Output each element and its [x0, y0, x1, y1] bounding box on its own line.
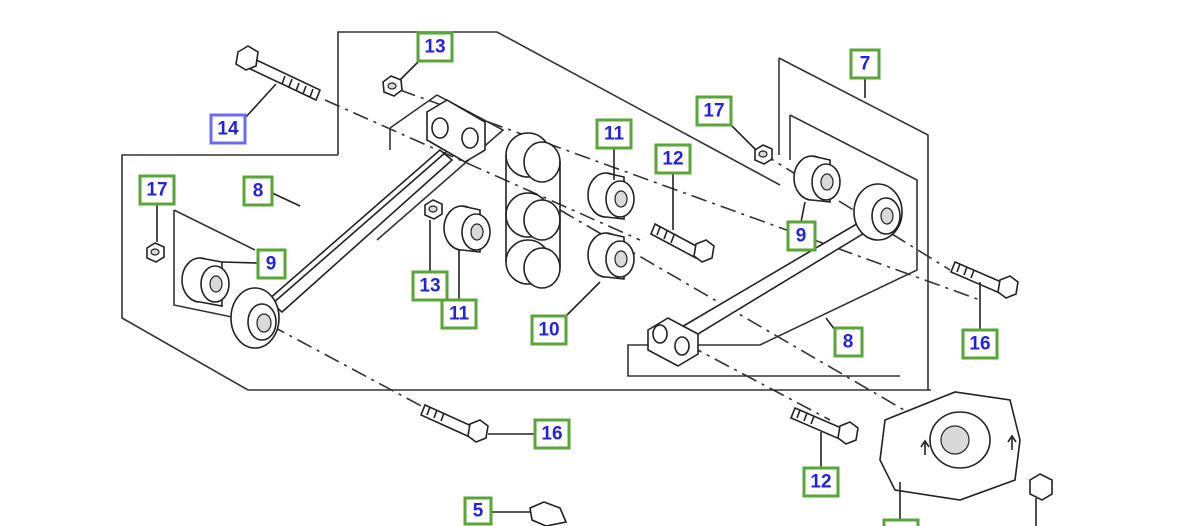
svg-text:16: 16 [541, 424, 562, 445]
nut-bottom-right [1029, 473, 1053, 501]
bush-pair-10 [505, 132, 561, 289]
callout-10[interactable]: 10 [530, 314, 568, 346]
bolt-12-lower [789, 406, 859, 445]
nut-13-mid [424, 199, 443, 220]
bush-11-upper [587, 172, 635, 220]
callout-13-top[interactable]: 13 [416, 31, 454, 63]
svg-text:14: 14 [217, 119, 239, 140]
svg-text:17: 17 [703, 101, 724, 122]
callout-11-upper[interactable]: 11 [595, 118, 633, 150]
nut-17-right [754, 144, 773, 165]
callout-16-bottom[interactable]: 16 [533, 418, 571, 450]
callout-12-lower[interactable]: 12 [802, 466, 840, 498]
bolt-5 [529, 501, 568, 526]
callout-7[interactable]: 7 [849, 48, 881, 80]
svg-text:13: 13 [424, 37, 445, 58]
trailing-link-right [647, 183, 903, 367]
bolt-16-bottom [419, 403, 489, 443]
svg-text:12: 12 [662, 149, 683, 170]
svg-text:10: 10 [538, 320, 559, 341]
svg-text:8: 8 [843, 332, 854, 353]
callout-11-mid[interactable]: 11 [440, 298, 478, 330]
bush-9-right [793, 155, 841, 203]
bolt-14 [235, 45, 322, 102]
callout-16-right[interactable]: 16 [961, 328, 999, 360]
svg-text:12: 12 [810, 472, 831, 493]
callout-partial-bottom[interactable] [882, 518, 920, 526]
svg-text:8: 8 [253, 181, 264, 202]
callout-13-mid[interactable]: 13 [411, 270, 449, 302]
callout-8-left[interactable]: 8 [242, 175, 274, 207]
leader-lines [156, 59, 1037, 526]
mounting-bracket [879, 391, 1021, 501]
svg-text:13: 13 [419, 276, 440, 297]
svg-text:16: 16 [969, 334, 990, 355]
svg-text:9: 9 [266, 254, 277, 275]
callout-9-right[interactable]: 9 [786, 220, 817, 252]
bush-9-left [181, 257, 230, 307]
bolt-16-right [949, 260, 1019, 299]
callout-12-upper[interactable]: 12 [654, 143, 692, 175]
callout-8-right[interactable]: 8 [833, 326, 864, 358]
callout-17-right[interactable]: 17 [695, 95, 733, 127]
callout-5[interactable]: 5 [463, 496, 493, 526]
bush-11-middle [443, 205, 491, 253]
nut-13-top [382, 75, 403, 97]
callout-14[interactable]: 14 [209, 113, 247, 145]
trailing-link-left [230, 99, 486, 349]
bolt-12-upper [649, 222, 715, 263]
svg-text:7: 7 [860, 54, 871, 75]
callout-17-left[interactable]: 17 [138, 174, 176, 206]
svg-text:9: 9 [796, 226, 807, 247]
svg-text:17: 17 [146, 180, 167, 201]
svg-text:11: 11 [449, 304, 470, 325]
svg-text:11: 11 [604, 124, 625, 145]
bush-10-lower [587, 232, 635, 280]
callout-9-left[interactable]: 9 [256, 248, 287, 280]
svg-text:5: 5 [473, 501, 484, 522]
nut-17-left [146, 242, 165, 263]
